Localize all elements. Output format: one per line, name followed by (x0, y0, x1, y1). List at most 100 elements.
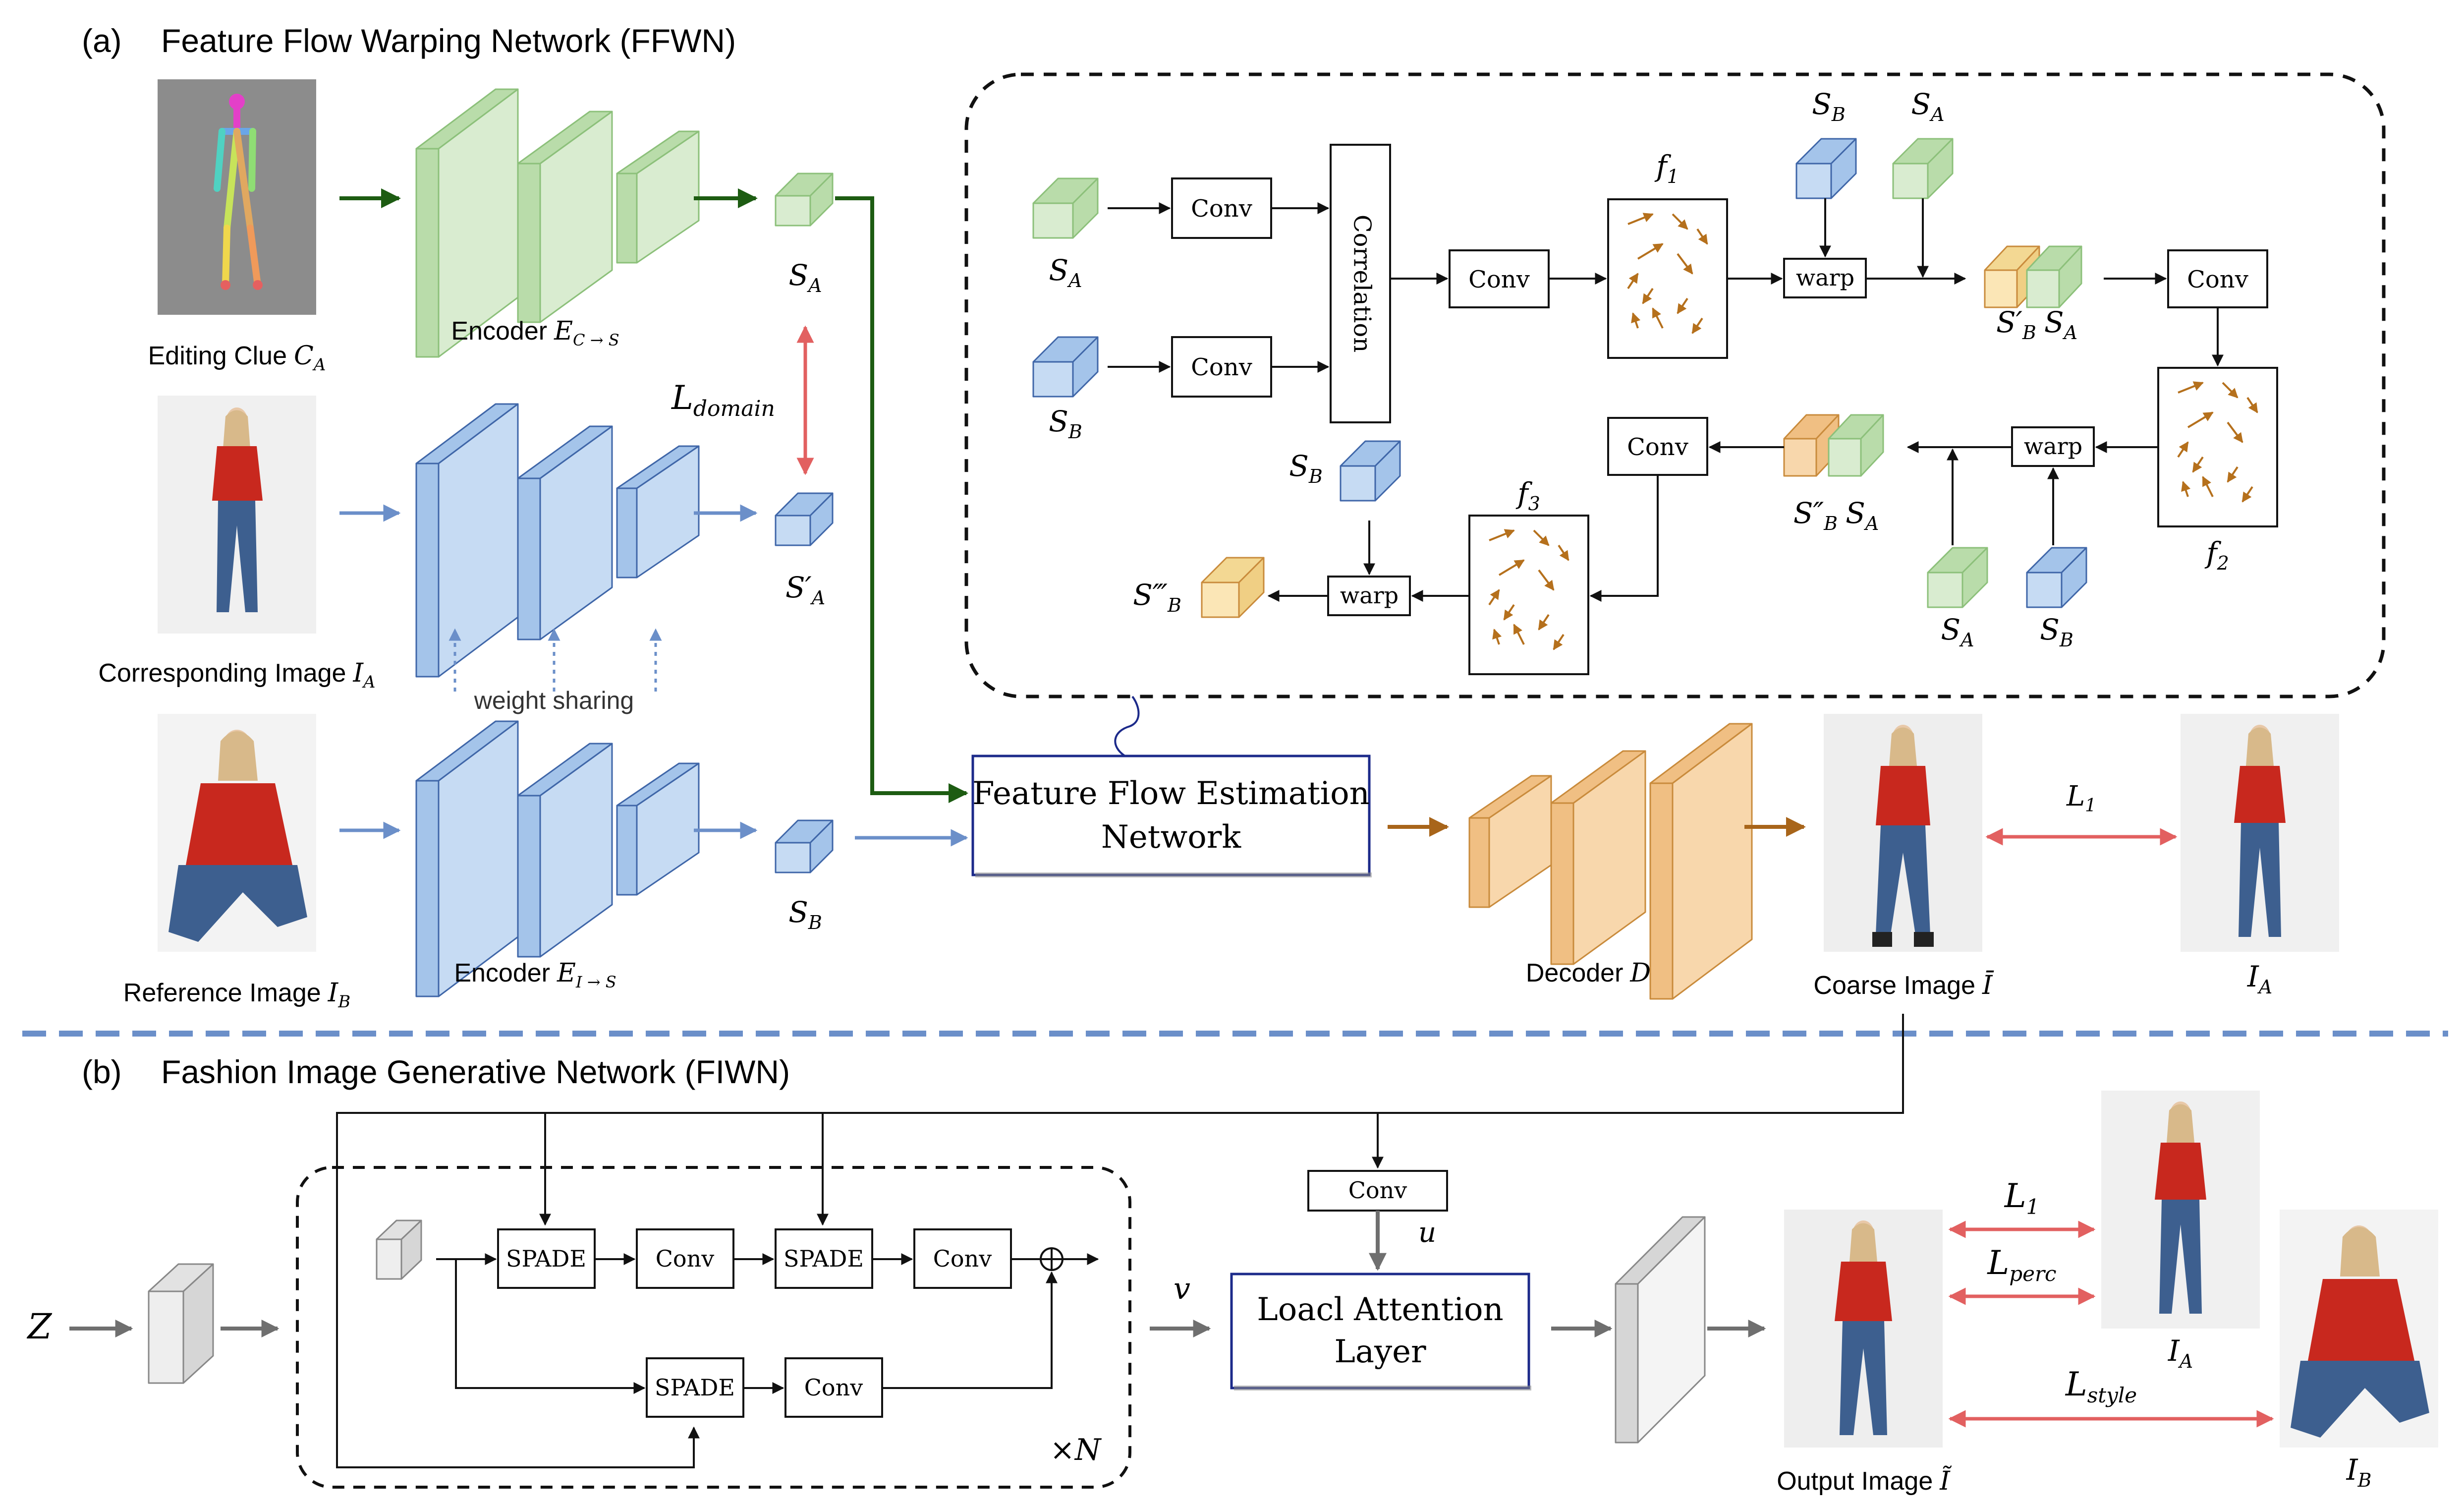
dec-layer3-front (1649, 782, 1674, 1000)
section-b-title: Fashion Image Generative Network (FIWN) (161, 1053, 790, 1090)
encoder-c-to-s (415, 88, 700, 358)
svg-text:Conv: Conv (1191, 195, 1252, 223)
flow-vector-6 (2192, 456, 2204, 473)
flow-sa-top-face (1892, 163, 1929, 199)
flow-label-sbtprime: S‴B (1133, 578, 1181, 616)
flow-field-f3 (1468, 515, 1589, 675)
flow-vector-8 (2202, 476, 2214, 497)
enc-blue1-layer3-front (616, 487, 638, 579)
enc-blue1-layer1-front (415, 463, 440, 678)
l-domain-label: Ldomain (671, 379, 775, 421)
flow-vector-9 (2181, 481, 2191, 497)
flow-sb-bottom-face (2026, 572, 2063, 608)
feature-sa-prime-cube (775, 492, 834, 546)
label-sa-prime: S′A (785, 571, 825, 609)
target-ia-image (2181, 714, 2339, 952)
section-a-header: (a) Feature Flow Warping Network (FFWN) (82, 22, 736, 59)
svg-text:Conv: Conv (804, 1374, 863, 1401)
lperc-label: Lperc (1987, 1244, 2056, 1286)
flow-vector-1 (1533, 529, 1550, 546)
l1-coarse-label: L1 (2066, 780, 2096, 816)
f1-label: f1 (1654, 149, 1679, 187)
flow-field-f2 (2157, 367, 2278, 527)
dec-layer1-front (1468, 817, 1490, 908)
flow-label-sa-top: SA (1911, 87, 1944, 125)
flow-correlation: Correlation (1330, 144, 1391, 423)
attention-line2: Layer (1334, 1333, 1426, 1370)
flow-vector-2 (1696, 228, 1708, 245)
conv-b-1: Conv (636, 1228, 734, 1289)
svg-text:warp: warp (2024, 433, 2082, 460)
enc-blue2-layer2-front (517, 795, 541, 958)
flow-vector-6 (1642, 288, 1654, 304)
flow-warp-1: warp (1783, 258, 1867, 298)
sa-prime-face (775, 515, 811, 546)
ffen-line2: Network (1101, 819, 1242, 856)
enc-blue1-layer2-front (517, 477, 541, 640)
reference-image (158, 714, 316, 952)
section-a-prefix: (a) (82, 22, 122, 59)
svg-text:Conv: Conv (2187, 266, 2248, 293)
flow-module-arrows (1108, 198, 2224, 602)
arrow-sa-to-ffen (835, 196, 968, 803)
resblock-sum (1040, 1247, 1064, 1271)
flow-vector-0 (1627, 213, 1654, 225)
flow-sa-warp2-face (1828, 438, 1862, 477)
feature-flow-estimation-network: Feature Flow Estimation Network (971, 754, 1372, 877)
section-a-title: Feature Flow Warping Network (FFWN) (161, 22, 736, 59)
flow-sb-top-face (1795, 163, 1832, 199)
z-label: Z (27, 1306, 53, 1347)
flow-label-sb-top: SB (1812, 87, 1846, 125)
flow-vector-5 (2177, 441, 2189, 458)
ffen-zoom-connector (1114, 696, 1140, 757)
svg-text:SPADE: SPADE (655, 1374, 735, 1401)
flow-vector-9 (1492, 629, 1502, 645)
dec-layer2-front (1550, 802, 1574, 965)
flow-vector-4 (2227, 421, 2243, 443)
resblock-container (296, 1166, 1131, 1489)
attention-line1: Loacl Attention (1257, 1291, 1503, 1328)
resblock-input-cube (376, 1219, 422, 1280)
spade-2: SPADE (775, 1228, 873, 1289)
conv-u-box: Conv (1307, 1170, 1448, 1212)
flow-vector-6 (1503, 604, 1515, 621)
flow-vector-10 (2241, 486, 2253, 503)
flow-vector-7 (1677, 297, 1688, 314)
svg-text:Conv: Conv (1468, 266, 1530, 293)
spade-1: SPADE (497, 1228, 596, 1289)
flow-sa-1-face (1032, 202, 1074, 239)
feature-sa-cube (775, 173, 834, 227)
flow-sa-warp1-face (2026, 269, 2060, 308)
flow-warp-2: warp (2011, 426, 2095, 467)
flow-conv-1: Conv (1171, 177, 1272, 239)
flow-sbdprime-face (1783, 438, 1817, 477)
flow-vector-3 (2187, 411, 2214, 428)
output-ia-label: IA (2168, 1334, 2193, 1372)
flow-sbtprime-face (1201, 581, 1240, 618)
sa-face (775, 195, 811, 227)
flow-vector-10 (1553, 634, 1565, 650)
enc-green-layer2-front (517, 163, 541, 323)
flow-vector-0 (2178, 381, 2204, 394)
flow-vector-7 (1538, 614, 1550, 631)
flow-vector-2 (2246, 397, 2258, 413)
enc-blue2-layer3-front (616, 805, 638, 896)
coarse-image (1824, 714, 1982, 952)
flow-vector-1 (1672, 213, 1688, 230)
output-ib-label: IB (2346, 1453, 2372, 1491)
f2-label: f2 (2204, 536, 2229, 574)
svg-text:Conv: Conv (656, 1245, 715, 1272)
flow-sbprime-face (1984, 269, 2018, 308)
flow-warp-3: warp (1327, 576, 1411, 616)
times-n-label: ×N (1050, 1433, 1102, 1467)
output-image (1784, 1210, 1943, 1448)
flow-label-sb-1: SB (1049, 405, 1082, 443)
f3-label: f3 (1515, 476, 1540, 515)
weight-sharing-label: weight sharing (474, 687, 634, 714)
